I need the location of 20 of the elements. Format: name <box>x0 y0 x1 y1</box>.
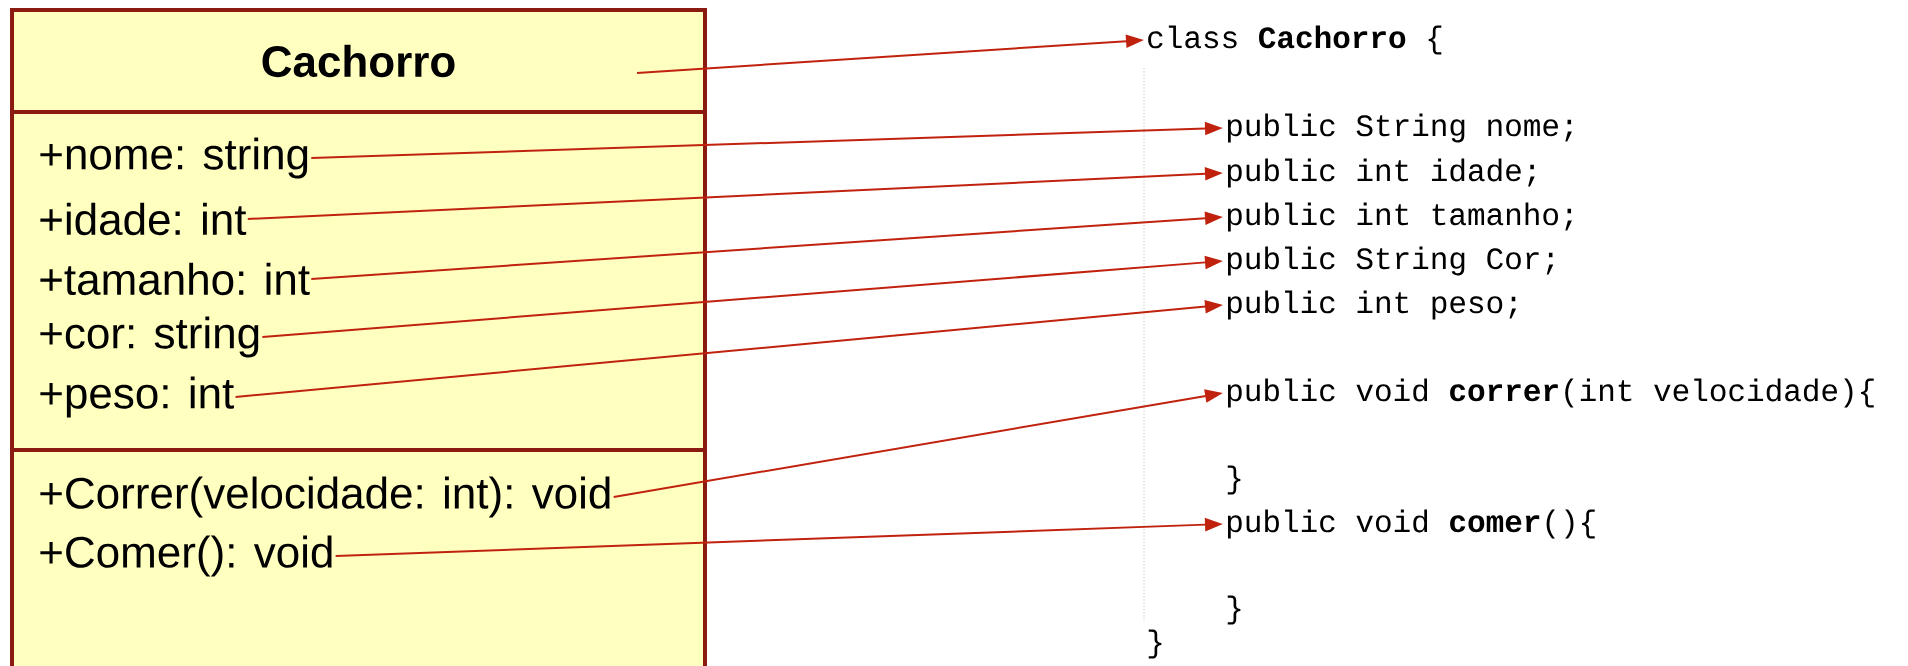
code-line: } <box>1227 595 1241 625</box>
attribute-text: +peso: int <box>40 376 234 418</box>
code-line: public int peso; <box>1227 290 1517 320</box>
class-name-compartment: Cachorro <box>10 8 707 114</box>
code-line: public void comer(){ <box>1227 509 1595 539</box>
member-compartment <box>10 448 707 666</box>
method-text: +Correr(velocidade: int): void <box>40 476 610 518</box>
code-line: } <box>1227 465 1241 495</box>
code-line: public void correr(int velocidade){ <box>1227 378 1874 408</box>
code-line: class Cachorro { <box>1148 25 1442 55</box>
code-line: public int idade; <box>1227 158 1535 188</box>
method-text: +Comer(): void <box>40 535 332 577</box>
code-line: } <box>1148 629 1162 659</box>
attribute-text: +cor: string <box>40 316 259 358</box>
attribute-text: +tamanho: int <box>40 262 310 296</box>
attribute-text: +nome: string <box>40 137 308 179</box>
code-line: public int tamanho; <box>1227 202 1572 232</box>
code-line: public String nome; <box>1227 113 1572 143</box>
code-line: public String Cor; <box>1227 246 1554 276</box>
attribute-text: +idade: int <box>40 202 247 236</box>
